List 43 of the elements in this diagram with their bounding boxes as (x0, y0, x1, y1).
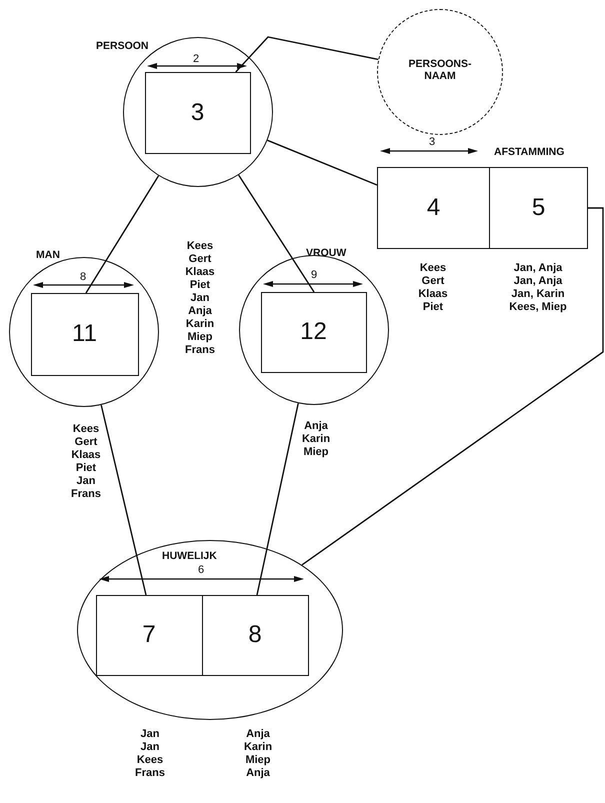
role-number: 11 (72, 320, 97, 348)
connector-line (100, 404, 147, 596)
object-type-circle (9, 257, 159, 407)
connector-line (235, 36, 378, 72)
fact-type-name: AFSTAMMING (494, 146, 564, 158)
population-list: Kees Gert Klaas Piet (418, 262, 448, 314)
role-number: 7 (142, 621, 156, 649)
object-type-name: HUWELIJK (162, 550, 217, 562)
connector-line (256, 403, 299, 596)
dimension-number: 2 (193, 53, 200, 65)
connector-line (85, 175, 160, 294)
role-box (202, 594, 308, 676)
object-type-name: PERSOONS- NAAM (407, 58, 472, 82)
role-box (30, 292, 138, 376)
connector-line (302, 207, 604, 566)
population-list: Kees Gert Klaas Piet Jan Frans (71, 423, 101, 501)
population-list: Jan Jan Kees Frans (135, 728, 165, 780)
object-type-name: VROUW (306, 247, 346, 259)
role-box (96, 594, 202, 676)
dimension-number: 9 (311, 269, 318, 281)
object-type-circle (377, 9, 503, 135)
role-box (260, 292, 366, 372)
dimension-number: 3 (429, 136, 436, 148)
population-list: Kees Gert Klaas Piet Jan Anja Karin Miep Frans (185, 240, 215, 357)
object-type-circle (239, 255, 389, 405)
object-type-name: PERSOON (96, 40, 149, 52)
role-box (489, 167, 588, 249)
role-number: 12 (300, 318, 327, 346)
object-type-ellipse (77, 540, 343, 720)
role-number: 8 (248, 621, 262, 649)
role-number: 4 (426, 194, 440, 222)
role-number: 5 (532, 194, 546, 222)
dimension-number: 8 (80, 271, 86, 283)
population-list: Anja Karin Miep (302, 420, 330, 459)
role-box (144, 72, 250, 154)
connector-line (267, 140, 378, 186)
role-box (377, 167, 490, 249)
object-type-name: MAN (36, 249, 60, 261)
connector-line (238, 174, 315, 292)
population-list: Anja Karin Miep Anja (244, 728, 272, 780)
population-list: Jan, Anja Jan, Anja Jan, Karin Kees, Miep (506, 262, 570, 314)
dimension-number: 6 (198, 564, 204, 576)
role-number: 3 (190, 98, 204, 126)
